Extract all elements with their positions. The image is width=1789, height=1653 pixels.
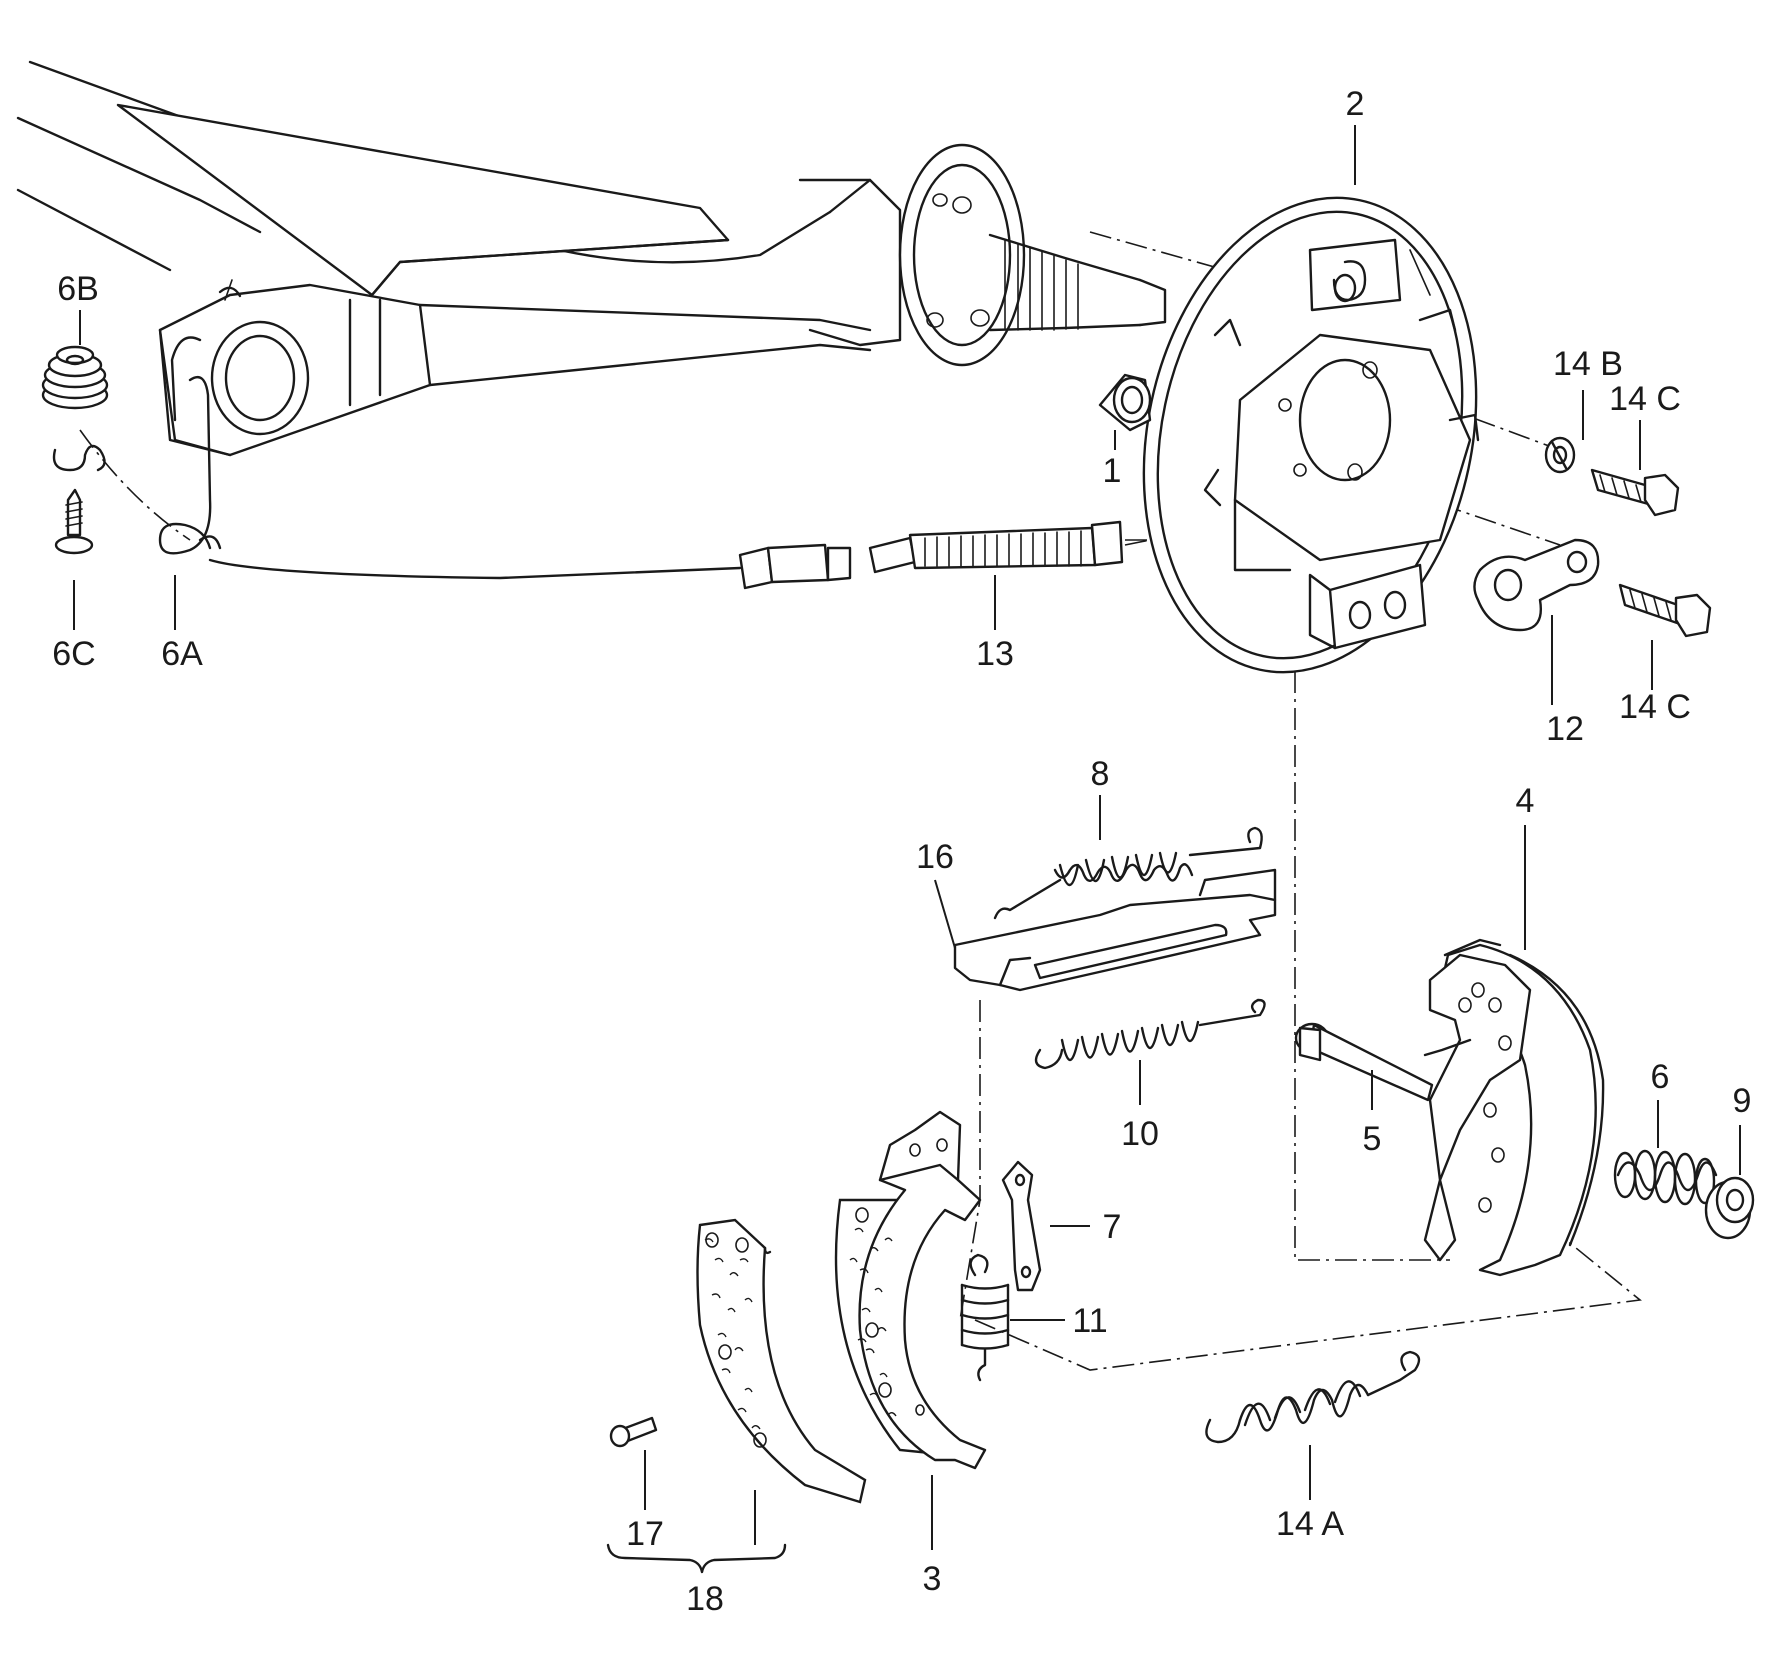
spring-6: [1613, 1100, 1718, 1206]
callout-2: 2: [1346, 85, 1365, 123]
brake-backing-plate: [1142, 125, 1480, 674]
callout-14c-top: 14 C: [1609, 380, 1681, 418]
callout-13: 13: [976, 635, 1014, 673]
callout-6b: 6B: [57, 270, 99, 308]
callout-17: 17: [626, 1515, 664, 1553]
spring-12: [1205, 1350, 1421, 1500]
callout-4: 4: [1516, 782, 1535, 820]
hex-bolt-14c-upper: [1590, 468, 1680, 517]
lock-washer-14b: [1544, 436, 1576, 474]
spring-11: [960, 1253, 1065, 1382]
return-spring-10: [1034, 998, 1266, 1105]
callout-5: 5: [1363, 1120, 1382, 1158]
callout-1: 1: [1103, 452, 1122, 490]
callout-10: 10: [1121, 1115, 1159, 1153]
brake-shoe-4: [1423, 825, 1605, 1277]
callout-6: 6: [1651, 1058, 1670, 1096]
hold-down-pin-5: [1294, 1022, 1434, 1110]
rear-axle-beam: [16, 60, 902, 457]
callout-11: 11: [1072, 1302, 1107, 1340]
screw-6c: [54, 488, 94, 630]
callout-14a: 12: [1546, 710, 1584, 748]
brake-lining-18: [696, 1218, 867, 1545]
spring-clip-6b: [41, 310, 109, 472]
callout-3: 3: [923, 1560, 942, 1598]
group-brace-18: [606, 1543, 787, 1574]
wheel-hub-flange: [898, 143, 1167, 367]
callout-16: 16: [916, 838, 954, 876]
callout-6c: 6C: [52, 635, 95, 673]
plug-grommet: [1098, 373, 1152, 450]
adjuster-strut-16: [934, 868, 1277, 992]
callout-14b: 14 B: [1553, 345, 1623, 383]
callout-9: 9: [1733, 1082, 1752, 1120]
handbrake-lever-7: [1001, 1160, 1090, 1292]
callout-12: 14 A: [1276, 1505, 1344, 1543]
rivet-17: [609, 1416, 658, 1510]
spring-cap-9: [1704, 1125, 1755, 1240]
callout-14c-bottom: 14 C: [1619, 688, 1691, 726]
brake-shoe-3: [834, 1110, 987, 1550]
hex-bolt-14c-lower: [1618, 583, 1712, 638]
callout-labels: 2 1 14 B 14 C 14 C 12 6B 6C 6A 13 8 16 4…: [52, 85, 1751, 1618]
callout-8: 8: [1091, 755, 1110, 793]
callout-6a: 6A: [161, 635, 203, 673]
handbrake-cable: [208, 520, 1151, 630]
return-spring-8: [993, 795, 1263, 920]
cable-clip-6a: [158, 375, 222, 630]
callout-7: 7: [1103, 1208, 1122, 1246]
callout-18: 18: [686, 1580, 724, 1618]
bracket-14a: [1473, 538, 1600, 705]
